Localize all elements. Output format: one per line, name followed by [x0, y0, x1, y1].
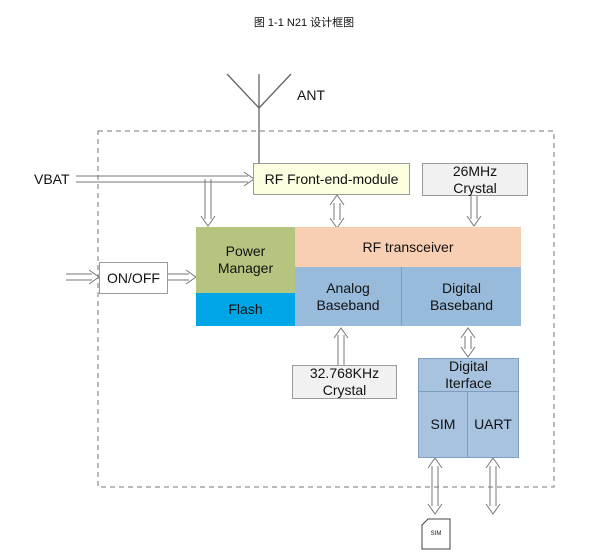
sim-arrow [427, 457, 443, 515]
digital-interface-block: Digital Iterface [418, 358, 519, 392]
digital-baseband-block: Digital Baseband [402, 267, 521, 326]
rf-front-end-label: RF Front-end-module [264, 170, 399, 187]
crystal-26mhz: 26MHz Crystal [422, 163, 528, 196]
power-manager-label: Power Manager [217, 243, 274, 276]
antenna-icon [226, 73, 292, 164]
digital-interface-label: Digital Iterface [445, 358, 492, 391]
flash-block: Flash [196, 293, 295, 326]
sim-block: SIM [418, 392, 468, 458]
crystal26-arrow [466, 196, 482, 227]
analog-baseband-block: Analog Baseband [295, 267, 402, 326]
analog-baseband-label: Analog Baseband [316, 279, 380, 313]
onoff-input-arrow [66, 269, 100, 285]
uart-block: UART [468, 392, 519, 458]
onoff-to-power-arrow [168, 269, 197, 285]
fem-transceiver-arrow [329, 194, 345, 229]
power-manager-block: Power Manager [196, 227, 295, 293]
vbat-label: VBAT [34, 171, 70, 187]
sim-card-label: SIM [430, 531, 442, 537]
module-outline [97, 130, 555, 488]
uart-arrow [485, 457, 501, 515]
rf-transceiver-block: RF transceiver [295, 227, 521, 267]
digital-baseband-label: Digital Baseband [429, 279, 494, 313]
diagram-title: 图 1-1 N21 设计框图 [253, 17, 355, 29]
rf-transceiver-label: RF transceiver [362, 238, 454, 255]
crystal-32khz: 32.768KHz Crystal [292, 365, 397, 399]
uart-label: UART [474, 416, 512, 432]
vbat-arrow [76, 171, 255, 187]
baseband-interface-arrow [460, 327, 476, 358]
flash-label: Flash [228, 301, 263, 317]
antenna-label: ANT [297, 87, 325, 103]
sim-label: SIM [430, 416, 456, 432]
crystal32-arrow [333, 327, 349, 365]
crystal-26mhz-label: 26MHz Crystal [452, 162, 498, 196]
vbat-to-power-arrow [200, 179, 216, 227]
rf-front-end-module: RF Front-end-module [253, 163, 410, 195]
crystal-32khz-label: 32.768KHz Crystal [309, 365, 380, 398]
onoff-label: ON/OFF [107, 269, 160, 286]
onoff-block: ON/OFF [99, 262, 168, 294]
sim-card-icon [421, 518, 451, 550]
